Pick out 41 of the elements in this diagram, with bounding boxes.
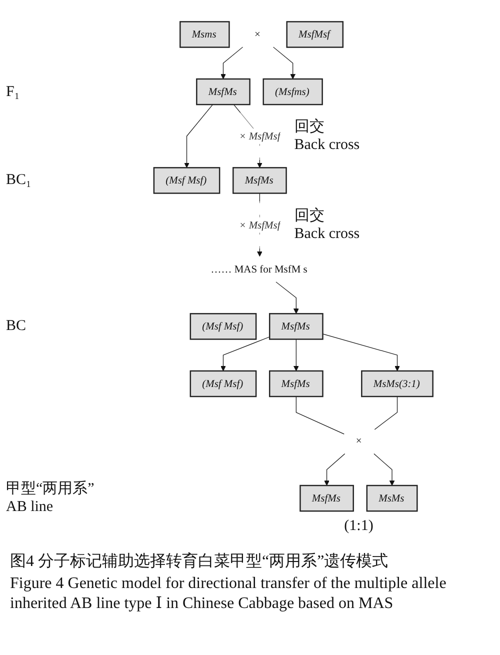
node-text: ×: [356, 435, 362, 447]
node-box: (Msf Msf): [190, 313, 257, 340]
back-cross-note: 回交: [294, 118, 324, 136]
line-label: 甲型“两用系”: [6, 480, 94, 498]
node-box: (Msfms): [262, 78, 323, 106]
back-cross-note: Back cross: [294, 136, 360, 154]
node-text: …… MAS for MsfM s: [210, 263, 308, 275]
generation-label: BC₁: [6, 171, 32, 190]
node-box: MsfMs: [232, 167, 287, 194]
arrow: [324, 453, 346, 486]
edge-label: × MsfMsf: [239, 130, 280, 142]
node-box: (Msf Msf): [190, 370, 257, 398]
ratio-label: (1:1): [344, 517, 374, 536]
arrow: [220, 46, 244, 80]
arrow: [374, 453, 395, 486]
node-box: MsfMs: [269, 370, 324, 398]
arrow: [293, 338, 299, 372]
connector: [374, 396, 398, 430]
edge-label: × MsfMsf: [239, 218, 280, 231]
arrow: [184, 104, 214, 168]
figure-caption: Figure 4 Genetic model for directional transfer of the multiple allele inherited AB line type Ⅰ in Chinese Cabbage based on MAS: [10, 574, 448, 614]
arrow: [220, 336, 270, 372]
connector: [296, 396, 344, 434]
node-text: ×: [254, 28, 260, 40]
node-box: MsfMs: [196, 78, 250, 106]
generation-label: F₁: [6, 82, 20, 101]
generation-label: BC: [6, 317, 26, 336]
node-box: MsfMsf: [286, 21, 344, 48]
figure-caption: 图4 分子标记辅助选择转育白菜甲型“两用系”遗传模式: [10, 552, 390, 572]
back-cross-note: Back cross: [294, 224, 360, 243]
line-label: AB line: [6, 498, 54, 516]
arrow: [276, 282, 299, 314]
arrow: [273, 46, 296, 80]
arrow: [322, 334, 400, 372]
node-box: MsMs(3:1): [361, 370, 434, 398]
node-box: (Msf Msf): [153, 167, 220, 194]
node-box: MsfMs: [269, 313, 324, 340]
node-box: Msms: [180, 21, 230, 48]
node-box: MsfMs: [300, 484, 354, 512]
node-box: MsMs: [366, 484, 418, 512]
back-cross-note: 回交: [294, 206, 324, 225]
